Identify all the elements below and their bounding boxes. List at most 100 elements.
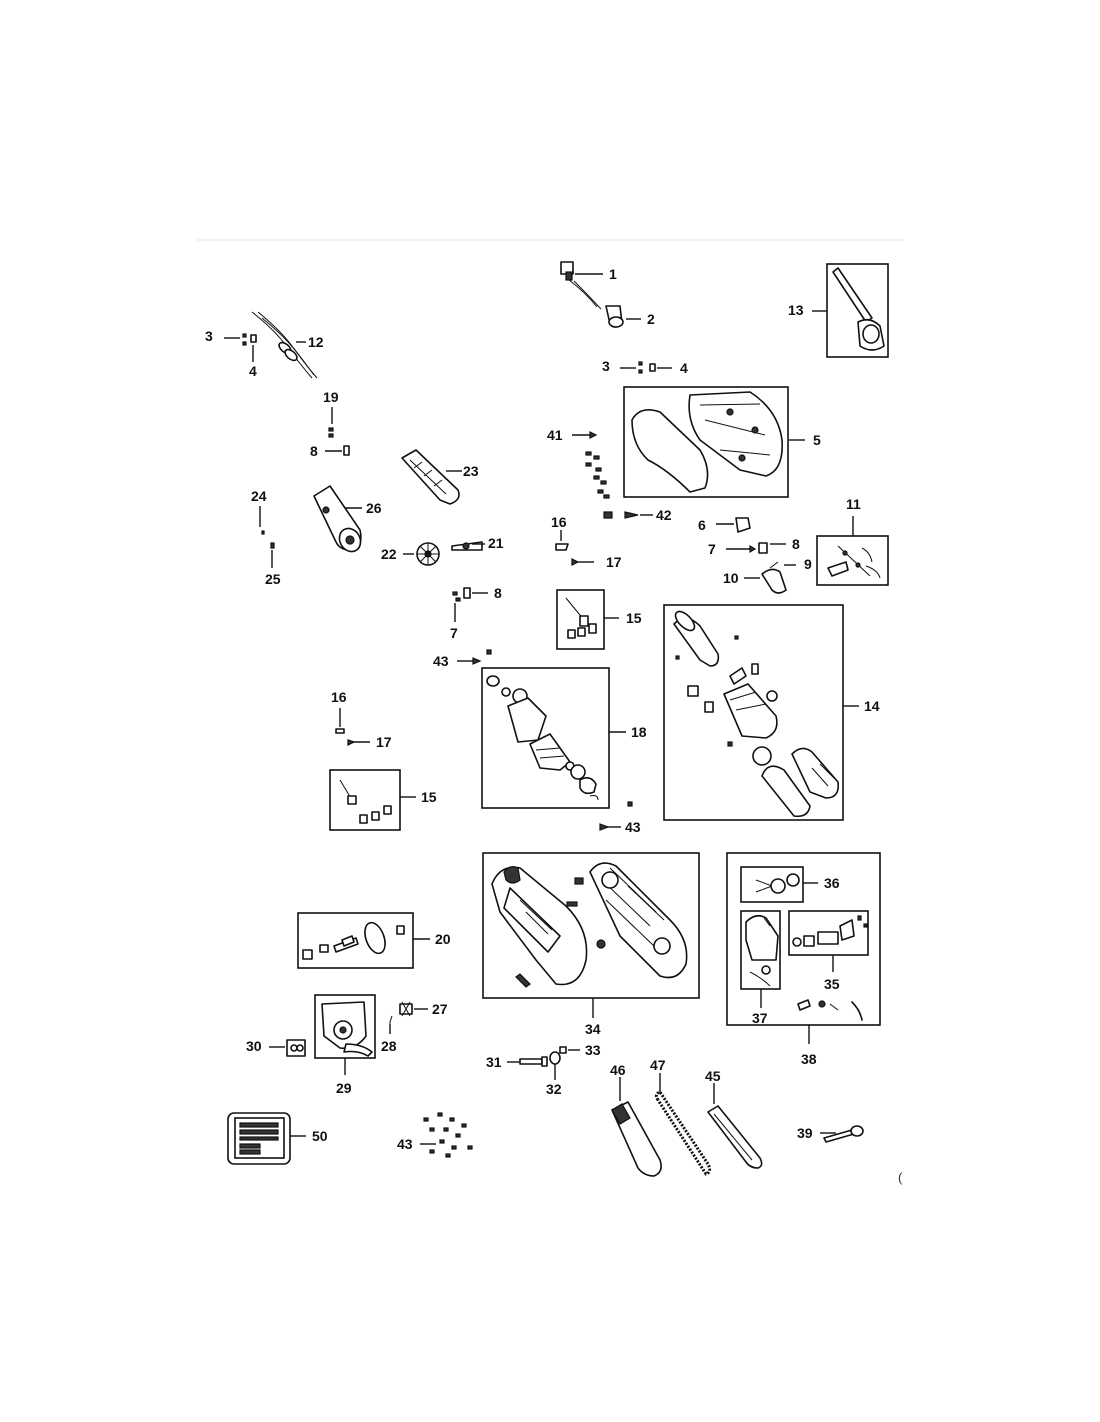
callout-17-upper: 17 xyxy=(606,554,622,570)
part-21-shaft xyxy=(451,541,485,551)
callout-43-bottom: 43 xyxy=(397,1136,413,1152)
callout-3-right: 3 xyxy=(602,358,610,374)
part-43-middle-screws xyxy=(457,649,492,665)
callout-13: 13 xyxy=(788,302,804,318)
part-43-lower-screws xyxy=(599,801,633,831)
callout-8-left: 8 xyxy=(310,443,318,459)
callout-10: 10 xyxy=(723,570,739,586)
part-13-assembly xyxy=(812,267,885,351)
part-8-7-middle xyxy=(452,587,488,622)
frame-34 xyxy=(482,852,700,999)
callout-26: 26 xyxy=(366,500,382,516)
part-2-sleeve xyxy=(605,305,641,328)
callout-4-right: 4 xyxy=(680,360,688,376)
callout-28: 28 xyxy=(381,1038,397,1054)
callout-7-right: 7 xyxy=(708,541,716,557)
part-16-17-upper xyxy=(555,530,594,566)
frame-5 xyxy=(623,386,789,498)
callout-1: 1 xyxy=(609,266,617,282)
part-39-wrench xyxy=(820,1125,864,1143)
part-15-lower-brushes xyxy=(339,779,416,824)
callout-37: 37 xyxy=(752,1010,768,1026)
part-43-screw-set xyxy=(420,1112,473,1158)
callout-14: 14 xyxy=(864,698,880,714)
part-9-10-lever xyxy=(744,561,796,594)
part-16-17-lower xyxy=(335,708,370,746)
part-33-nut xyxy=(559,1046,580,1054)
callout-15-upper: 15 xyxy=(626,610,642,626)
part-11-spring-set xyxy=(827,516,881,579)
callout-30: 30 xyxy=(246,1038,262,1054)
callout-33: 33 xyxy=(585,1042,601,1058)
callout-34: 34 xyxy=(585,1021,601,1037)
part-23-handle xyxy=(401,449,462,505)
part-50-label xyxy=(227,1112,306,1165)
callout-15-lower: 15 xyxy=(421,789,437,805)
part-41-screws xyxy=(572,431,610,499)
part-22-fan xyxy=(403,542,440,566)
callout-22: 22 xyxy=(381,546,397,562)
callout-42: 42 xyxy=(656,507,672,523)
frame-38 xyxy=(726,852,881,1026)
part-27-knob xyxy=(399,1001,428,1017)
callout-18: 18 xyxy=(631,724,647,740)
callout-4: 4 xyxy=(249,363,257,379)
callout-11: 11 xyxy=(846,496,861,512)
part-37-tank xyxy=(745,914,779,1008)
part-32-washer xyxy=(549,1051,561,1080)
callout-31: 31 xyxy=(486,1054,502,1070)
part-35-pump xyxy=(792,915,868,972)
callout-50: 50 xyxy=(312,1128,328,1144)
callout-24: 24 xyxy=(251,488,267,504)
part-42-screws xyxy=(603,511,653,519)
callout-41: 41 xyxy=(547,427,563,443)
callout-43-middle: 43 xyxy=(433,653,449,669)
callout-8-right: 8 xyxy=(792,536,800,552)
callout-39: 39 xyxy=(797,1125,813,1141)
callout-43-lower: 43 xyxy=(625,819,641,835)
callout-23: 23 xyxy=(463,463,479,479)
callout-8-middle: 8 xyxy=(494,585,502,601)
part-30-bolt xyxy=(269,1039,306,1057)
callout-35: 35 xyxy=(824,976,840,992)
part-14-gearbox xyxy=(673,610,859,818)
part-3-4-screw-right xyxy=(620,361,672,374)
frame-15-upper xyxy=(556,589,605,650)
callout-21: 21 xyxy=(488,535,504,551)
part-24-25-pins xyxy=(259,506,275,568)
callout-16-upper: 16 xyxy=(551,514,567,530)
part-29-guard xyxy=(321,1001,373,1075)
callout-2: 2 xyxy=(647,311,655,327)
part-36-cap xyxy=(755,873,818,894)
part-46-bar-cover xyxy=(611,1077,662,1177)
frame-36 xyxy=(740,866,804,903)
frame-11 xyxy=(816,535,889,586)
callout-27: 27 xyxy=(432,1001,448,1017)
part-19-8-left xyxy=(325,407,350,456)
callout-17-lower: 17 xyxy=(376,734,392,750)
part-6-clip xyxy=(716,517,751,533)
part-12-wire-leads xyxy=(224,311,318,379)
callout-9: 9 xyxy=(804,556,812,572)
part-47-chain xyxy=(654,1073,712,1176)
callout-47: 47 xyxy=(650,1057,666,1073)
corner-mark: ( xyxy=(898,1170,903,1185)
callout-38: 38 xyxy=(801,1051,817,1067)
part-15-upper-brushes xyxy=(565,597,619,639)
frame-14 xyxy=(663,604,844,821)
part-38-hoses xyxy=(797,999,863,1044)
frame-35 xyxy=(788,910,869,956)
callout-3: 3 xyxy=(205,328,213,344)
part-34-main-housing xyxy=(491,862,688,1018)
part-20-spindle xyxy=(302,921,430,960)
callout-12: 12 xyxy=(308,334,324,350)
callout-29: 29 xyxy=(336,1080,352,1096)
callout-19: 19 xyxy=(323,389,339,405)
part-31-bolt xyxy=(507,1056,548,1067)
callout-36: 36 xyxy=(824,875,840,891)
part-18-armature xyxy=(486,675,626,801)
callout-5: 5 xyxy=(813,432,821,448)
frame-20 xyxy=(297,912,414,969)
callout-32: 32 xyxy=(546,1081,562,1097)
